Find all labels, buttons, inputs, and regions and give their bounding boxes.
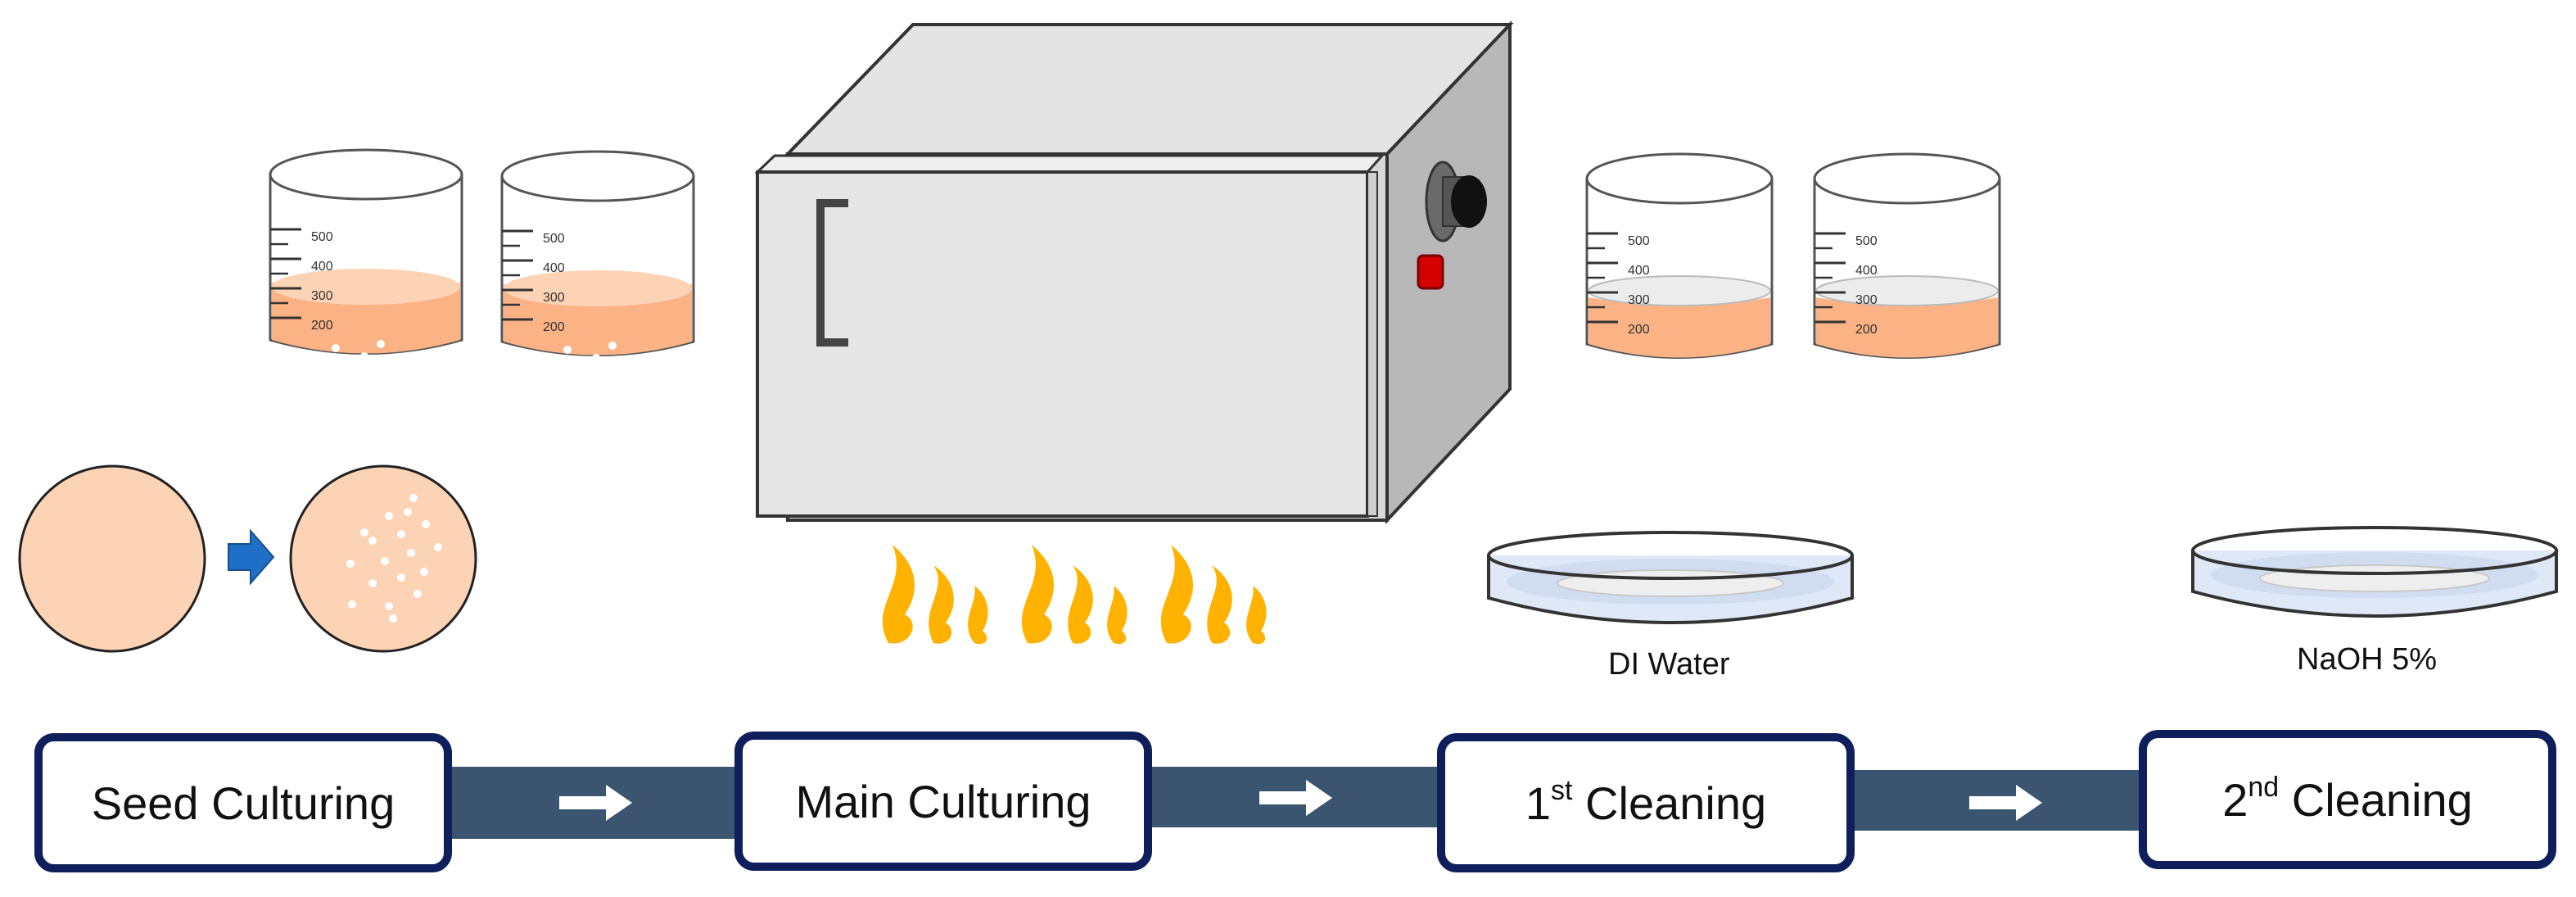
connector-1 (446, 767, 745, 839)
door-handle-icon (816, 199, 848, 347)
right-arrow-icon (559, 785, 632, 821)
scale-label-300: 300 (1628, 293, 1650, 307)
step-label: Seed Culturing (91, 777, 395, 829)
seed-beaker-2: 500 400 300 200 (500, 150, 695, 362)
naoh-label: NaOH 5% (2297, 642, 2438, 677)
scale-label-200: 200 (1855, 323, 1878, 337)
scale-label-500: 500 (1628, 234, 1650, 248)
seed-beaker-1: 500 400 300 200 (269, 148, 463, 360)
step-first-cleaning: 1st Cleaning (1437, 733, 1855, 872)
cleaning-beaker-1: 500 400 300 200 (1585, 152, 1774, 359)
step-label: 1st Cleaning (1525, 774, 1767, 829)
di-water-dish (1487, 531, 1854, 624)
scale-label-300: 300 (311, 289, 333, 303)
scale-label-500: 500 (311, 230, 333, 244)
incubator-oven (754, 20, 1514, 525)
scale-label-500: 500 (543, 232, 565, 246)
blue-arrow-icon (228, 528, 275, 586)
scale-label-300: 300 (543, 291, 565, 305)
cleaning-beaker-2: 500 400 300 200 (1813, 152, 2001, 359)
step-second-cleaning: 2nd Cleaning (2139, 730, 2556, 869)
right-arrow-icon (1259, 780, 1332, 816)
connector-2 (1146, 767, 1445, 827)
scale-label-500: 500 (1855, 234, 1878, 248)
di-water-label: DI Water (1608, 647, 1730, 682)
step-label: 2nd Cleaning (2222, 771, 2473, 826)
step-seed-culturing: Seed Culturing (34, 733, 452, 872)
scale-label-200: 200 (543, 320, 565, 334)
scale-label-200: 200 (311, 319, 333, 333)
seed-plate-colonies (289, 464, 477, 653)
scale-label-400: 400 (1628, 264, 1650, 278)
scale-label-400: 400 (311, 260, 333, 274)
seed-plate-empty (18, 464, 206, 653)
right-arrow-icon (1969, 785, 2042, 821)
scale-label-400: 400 (1855, 264, 1878, 278)
step-label: Main Culturing (795, 775, 1091, 827)
dial-knob-icon (1425, 161, 1487, 242)
scale-label-400: 400 (543, 261, 565, 275)
connector-3 (1846, 770, 2145, 831)
scale-label-200: 200 (1628, 323, 1650, 337)
step-main-culturing: Main Culturing (734, 732, 1152, 871)
scale-label-300: 300 (1855, 293, 1878, 307)
heat-flames-icon (882, 545, 1267, 645)
indicator-light-icon (1417, 254, 1444, 290)
naoh-dish (2191, 526, 2558, 618)
